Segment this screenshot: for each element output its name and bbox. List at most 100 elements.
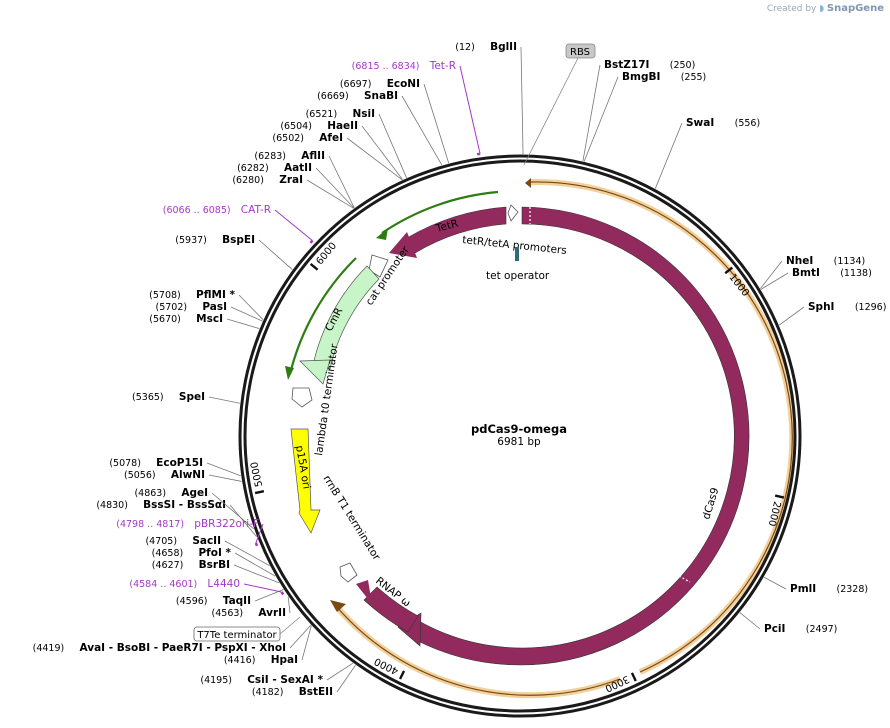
cat-promoter-shape[interactable] — [368, 254, 389, 278]
enzyme-label[interactable]: SphI (1296) — [808, 295, 886, 314]
enzyme-label[interactable]: (5078) EcoP15I — [109, 451, 203, 470]
enzyme-label[interactable]: BmgBI (255) — [622, 65, 706, 84]
enzyme-label[interactable]: (12) BglII — [455, 35, 517, 54]
enzyme-label[interactable]: (6521) NsiI — [306, 102, 375, 121]
primer-name: pBR322ori-F — [194, 518, 259, 530]
enzyme-label[interactable]: BstZ17I (250) — [604, 53, 695, 72]
enzyme-label[interactable]: (6504) HaeII — [280, 114, 358, 133]
enzyme-leader-line — [582, 64, 601, 162]
enzyme-leader-line — [208, 396, 240, 404]
enzyme-leader-line — [229, 504, 257, 537]
tet-operator-shape[interactable] — [515, 247, 519, 261]
enzyme-label[interactable]: (6669) SnaBI — [317, 84, 398, 103]
enzyme-name: BglII — [490, 41, 517, 53]
enzyme-label[interactable]: (6282) AatII — [237, 156, 312, 175]
primer-mark — [309, 239, 314, 244]
enzyme-label[interactable]: (4195) CsiI - SexAI * — [200, 668, 323, 687]
enzyme-leader-line — [287, 596, 291, 614]
enzyme-leader-line — [306, 179, 354, 209]
enzyme-name: NheI — [786, 255, 813, 267]
enzyme-label[interactable]: (5937) BspEI — [175, 228, 255, 247]
enzyme-label[interactable]: (4830) BssSI - BssSαI — [96, 493, 226, 512]
enzyme-position: (5365) — [132, 392, 164, 403]
primer-label[interactable]: (4798 .. 4817) pBR322ori-F — [116, 512, 259, 531]
rrnb-t1-shape[interactable] — [339, 562, 358, 583]
enzyme-label[interactable]: (5708) PflMI * — [149, 283, 235, 302]
enzyme-label[interactable]: (4658) PfoI * — [152, 541, 232, 560]
enzyme-label[interactable]: (4182) BstEII — [252, 680, 333, 699]
enzyme-label[interactable]: NheI (1134) — [786, 249, 865, 268]
rnap-arrowhead — [356, 580, 372, 604]
enzyme-name: SpeI — [179, 391, 205, 403]
enzyme-leader-line — [763, 576, 787, 590]
enzyme-leader-line — [226, 318, 260, 329]
lambda-t0-shape[interactable] — [291, 387, 313, 408]
primer-label[interactable]: (6815 .. 6834) Tet-R — [352, 54, 456, 73]
enzyme-label[interactable]: (5056) AlwNI — [124, 463, 205, 482]
enzyme-leader-line — [760, 272, 789, 290]
rnap-omega-feature[interactable] — [363, 586, 419, 633]
enzyme-leader-line — [779, 306, 805, 326]
tick-label-5000: 5000 — [249, 461, 265, 488]
plasmid-size: 6981 bp — [497, 436, 541, 448]
enzyme-position: (4596) — [176, 596, 208, 607]
enzyme-label[interactable]: (6697) EcoNI — [340, 72, 420, 91]
enzyme-label[interactable]: PciI (2497) — [764, 617, 837, 636]
enzyme-leader-line — [224, 540, 270, 566]
tet-promoter-shape[interactable] — [507, 204, 519, 222]
enzyme-label[interactable]: (4863) AgeI — [134, 481, 208, 500]
enzyme-name: HpaI — [271, 654, 298, 666]
enzyme-label[interactable]: (4419) AvaI - BsoBI - PaeR7I - PspXI - X… — [33, 636, 286, 655]
rbs-box[interactable]: RBS — [523, 43, 596, 166]
enzyme-name: AvaI - BsoBI - PaeR7I - PspXI - XhoI — [79, 642, 286, 654]
primer-sites: (6815 .. 6834) Tet-R (6066 .. 6085) CAT-R… — [116, 54, 481, 596]
enzyme-leader-line — [760, 260, 783, 289]
enzyme-leader-line — [401, 95, 443, 166]
enzyme-label[interactable]: PmlI (2328) — [790, 577, 868, 596]
enzyme-label[interactable]: (6502) AfeI — [272, 126, 343, 145]
enzyme-label[interactable]: (6280) ZraI — [232, 168, 303, 187]
enzyme-label[interactable]: (5365) SpeI — [132, 385, 205, 404]
enzyme-name: BstEII — [299, 686, 333, 698]
enzyme-label[interactable]: BmtI (1138) — [792, 261, 872, 280]
enzyme-position: (4563) — [212, 608, 244, 619]
primer-range: (4584 .. 4601) — [129, 579, 197, 590]
enzyme-name: PmlI — [790, 583, 816, 595]
enzyme-label[interactable]: (4705) SacII — [145, 529, 221, 548]
tick-mark-2000 — [774, 494, 785, 499]
enzyme-leader-line — [230, 306, 263, 322]
primer-label[interactable]: (4584 .. 4601) L4440 — [129, 572, 240, 591]
enzyme-leader-line — [378, 113, 407, 178]
cat-green-arrowhead — [285, 366, 294, 380]
enzyme-leader-line — [233, 564, 280, 584]
enzyme-label[interactable]: (4416) HpaI — [224, 648, 298, 667]
enzyme-position: (2328) — [837, 584, 869, 595]
tetr-label: TetR — [434, 217, 460, 235]
enzyme-leader-line — [336, 664, 356, 693]
enzyme-name: BstZ17I — [604, 59, 649, 71]
t7te-box[interactable]: T7Te terminator — [193, 616, 301, 642]
enzyme-position: (5670) — [149, 314, 181, 325]
p15a-ori-feature[interactable] — [290, 428, 321, 534]
enzyme-position: (250) — [670, 60, 696, 71]
dcas9-label: dCas9 — [700, 486, 721, 521]
enzyme-name: SphI — [808, 301, 834, 313]
enzyme-label[interactable]: (4596) TaqII — [176, 589, 251, 608]
enzyme-label[interactable]: (6283) AflII — [254, 144, 325, 163]
enzyme-label[interactable]: SwaI (556) — [686, 111, 760, 130]
enzyme-name: AvrII — [258, 607, 286, 619]
primer-label[interactable]: (6066 .. 6085) CAT-R — [163, 198, 271, 217]
cmr-feature[interactable] — [312, 265, 380, 370]
primer-leader-line — [255, 523, 264, 544]
enzyme-position: (6697) — [340, 79, 372, 90]
enzyme-label[interactable]: (4563) AvrII — [212, 601, 286, 620]
dcas9-feature[interactable] — [415, 206, 750, 666]
enzyme-position: (4863) — [134, 488, 166, 499]
enzyme-label[interactable]: (5670) MscI — [149, 307, 223, 326]
tetr-arrowhead — [389, 232, 417, 258]
enzyme-position: (5056) — [124, 470, 156, 481]
enzyme-label[interactable]: (4627) BsrBI — [152, 553, 230, 572]
credit-brand: SnapGene — [826, 3, 884, 14]
enzyme-label[interactable]: (5702) PasI — [155, 295, 227, 314]
enzyme-position: (2497) — [806, 624, 838, 635]
